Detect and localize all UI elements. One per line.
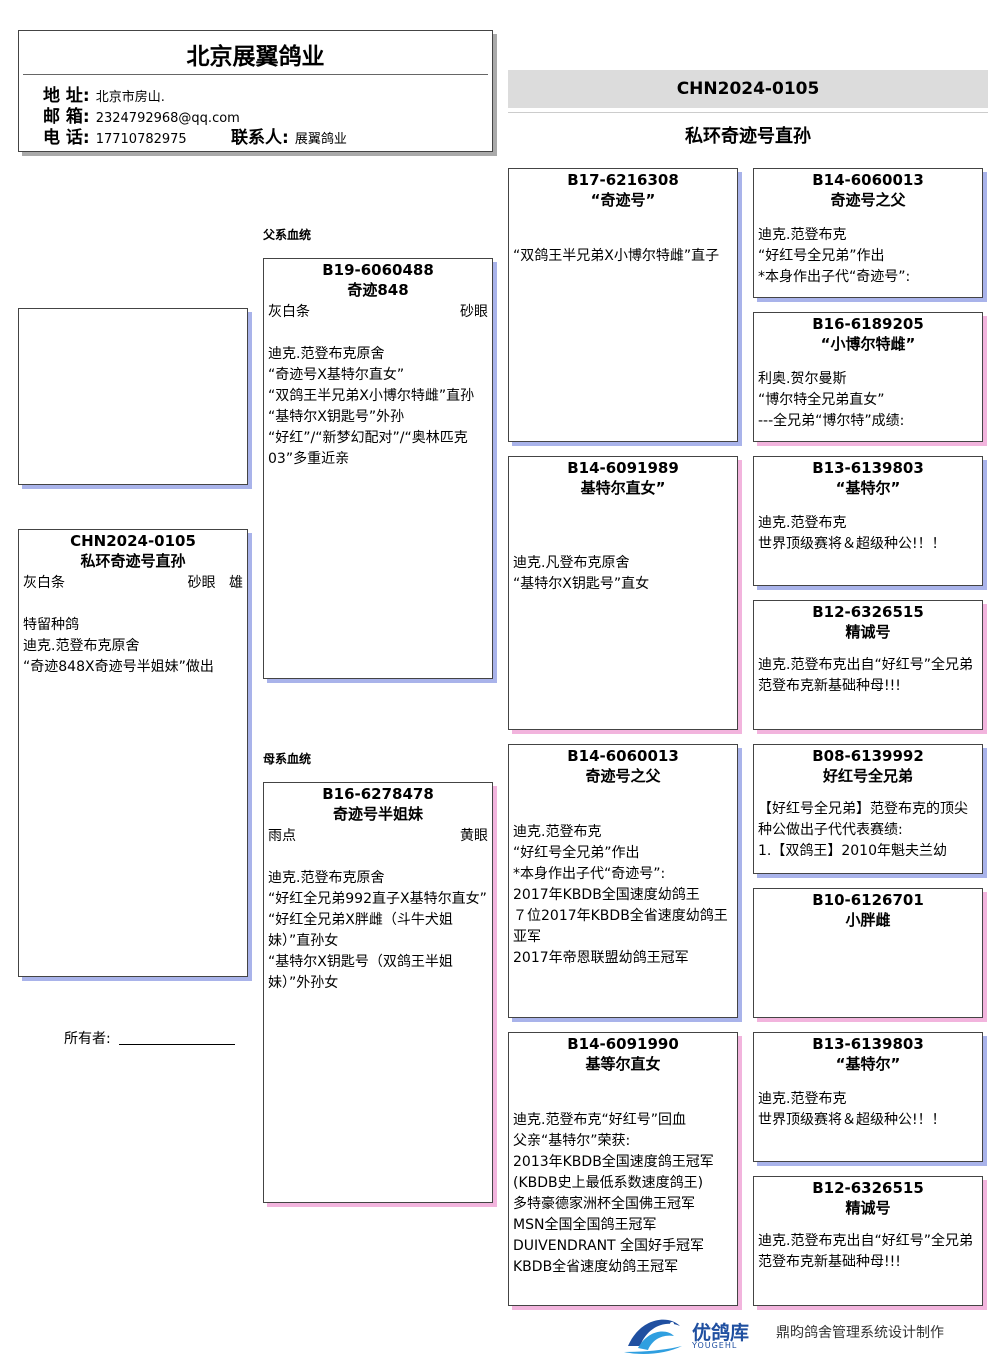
sd-desc: 迪克.凡登布克原舍 “基特尔X钥匙号”直女 <box>513 555 650 592</box>
ds-name: 奇迹号之父 <box>585 767 661 785</box>
dam-sire-card: B14-6060013 奇迹号之父 迪克.范登布克 “好红号全兄弟”作出 *本身… <box>508 744 738 1018</box>
sire-sire-card: B17-6216308 “奇迹号” “双鸽王半兄弟X小博尔特雌”直子 <box>508 168 738 442</box>
sire-traits: 灰白条 砂眼 <box>264 301 492 323</box>
ds-ring: B14-6060013 <box>567 747 679 765</box>
owner-blank[interactable] <box>118 1044 235 1045</box>
sire-card: B19-6060488 奇迹848 灰白条 砂眼 迪克.范登布克原舍 “奇迹号X… <box>263 258 493 679</box>
ddd-name: 精诚号 <box>845 1199 891 1217</box>
dsd-card: B10-6126701 小胖雌 <box>753 888 983 1018</box>
dam-card: B16-6278478 奇迹号半姐妹 雨点 黄眼 迪克.范登布克原舍 “好红全兄… <box>263 782 493 1203</box>
main-traits: 灰白条 砂眼 雄 <box>19 572 247 594</box>
sss-name: 奇迹号之父 <box>830 191 906 209</box>
sdd-desc: 迪克.范登布克出自“好红号”全兄弟范登布克新基础种母!!! <box>758 657 973 694</box>
ddd-card: B12-6326515 精诚号 迪克.范登布克出自“好红号”全兄弟范登布克新基础… <box>753 1176 983 1306</box>
address-row: 地 址: 北京市房山. <box>43 86 165 108</box>
main-pigeon-card: CHN2024-0105 私环奇迹号直孙 灰白条 砂眼 雄 特留种鸽 迪克.范登… <box>18 529 248 977</box>
owner-field: 所有者: <box>64 1028 235 1048</box>
ring-band: CHN2024-0105 <box>508 70 988 108</box>
sire-desc: 迪克.范登布克原舍 “奇迹号X基特尔直女” “双鸽王半兄弟X小博尔特雌”直孙 “… <box>268 346 475 467</box>
sire-eye: 砂眼 <box>460 304 488 320</box>
email-value: 2324792968@qq.com <box>95 111 240 126</box>
dd-desc: 迪克.范登布克“好红号”回血 父亲“基特尔”荣获: 2013年KBDB全国速度鸽… <box>513 1112 714 1275</box>
header-box: 北京展翼鸽业 地 址:北京市房山. 邮 箱:2324792968@qq.com … <box>18 30 493 152</box>
sss-card: B14-6060013 奇迹号之父 迪克.范登布克 “好红号全兄弟”作出 *本身… <box>753 168 983 298</box>
ss-name: “奇迹号” <box>590 191 656 209</box>
main-sex: 雄 <box>229 575 243 591</box>
dss-name: 好红号全兄弟 <box>822 767 913 785</box>
owner-label: 所有者: <box>64 1031 111 1047</box>
main-color: 灰白条 <box>23 575 65 591</box>
dam-eye: 黄眼 <box>460 828 488 844</box>
sds-name: “基特尔” <box>835 479 901 497</box>
dam-name: 奇迹号半姐妹 <box>332 805 423 823</box>
pigeon-subtitle: 私环奇迹号直孙 <box>685 126 811 147</box>
sds-ring: B13-6139803 <box>812 459 924 477</box>
loft-title: 北京展翼鸽业 <box>186 44 325 70</box>
ssd-card: B16-6189205 “小博尔特雌” 利奥.贺尔曼斯 “博尔特全兄弟直女” -… <box>753 312 983 442</box>
sire-line-label: 父系血统 <box>263 228 312 242</box>
dam-ring: B16-6278478 <box>322 785 434 803</box>
dd-name: 基等尔直女 <box>585 1055 661 1073</box>
dss-desc: 【好红号全兄弟】范登布克的顶尖种公做出子代代表赛绩: 1.【双鸽王】2010年魁… <box>758 801 968 859</box>
ss-desc: “双鸽王半兄弟X小博尔特雌”直子 <box>513 248 720 264</box>
dds-desc: 迪克.范登布克 世界顶级赛将＆超级种公!！！ <box>758 1091 946 1128</box>
dam-dam-card: B14-6091990 基等尔直女 迪克.范登布克“好红号”回血 父亲“基特尔”… <box>508 1032 738 1306</box>
main-eye: 砂眼 <box>187 575 216 591</box>
sdd-card: B12-6326515 精诚号 迪克.范登布克出自“好红号”全兄弟范登布克新基础… <box>753 600 983 730</box>
phone-label: 电 话: <box>43 128 90 148</box>
dss-card: B08-6139992 好红号全兄弟 【好红号全兄弟】范登布克的顶尖种公做出子代… <box>753 744 983 874</box>
main-desc: 特留种鸽 迪克.范登布克原舍 “奇迹848X奇迹号半姐妹”做出 <box>23 617 214 675</box>
main-ring: CHN2024-0105 <box>70 532 196 550</box>
pigeon-photo <box>18 308 248 485</box>
dds-ring: B13-6139803 <box>812 1035 924 1053</box>
email-label: 邮 箱: <box>43 107 90 127</box>
email-row: 邮 箱: 2324792968@qq.com <box>43 107 240 129</box>
address-value: 北京市房山. <box>95 90 165 105</box>
brand-logo-icon <box>624 1319 682 1354</box>
ssd-name: “小博尔特雌” <box>820 335 916 353</box>
sss-desc: 迪克.范登布克 “好红号全兄弟”作出 *本身作出子代“奇迹号”: <box>758 227 911 285</box>
ssd-desc: 利奥.贺尔曼斯 “博尔特全兄弟直女” ---全兄弟“博尔特”成绩: <box>758 371 905 429</box>
dsd-name: 小胖雌 <box>845 911 891 929</box>
contact-label: 联系人: <box>231 128 289 148</box>
sds-card: B13-6139803 “基特尔” 迪克.范登布克 世界顶级赛将＆超级种公!！！ <box>753 456 983 586</box>
dss-ring: B08-6139992 <box>812 747 924 765</box>
sire-name: 奇迹848 <box>347 281 409 299</box>
ssd-ring: B16-6189205 <box>812 315 924 333</box>
sire-dam-card: B14-6091989 基特尔直女” 迪克.凡登布克原舍 “基特尔X钥匙号”直女 <box>508 456 738 730</box>
sd-ring: B14-6091989 <box>567 459 679 477</box>
dam-traits: 雨点 黄眼 <box>264 825 492 847</box>
dam-line-label: 母系血统 <box>263 752 312 766</box>
band-divider <box>508 112 988 113</box>
ddd-ring: B12-6326515 <box>812 1179 924 1197</box>
contact-value: 展翼鸽业 <box>294 132 347 147</box>
main-name: 私环奇迹号直孙 <box>80 552 186 570</box>
ss-ring: B17-6216308 <box>567 171 679 189</box>
sire-ring: B19-6060488 <box>322 261 434 279</box>
phone-row: 电 话: 17710782975 <box>43 128 187 150</box>
header-divider <box>23 74 488 75</box>
ds-desc: 迪克.范登布克 “好红号全兄弟”作出 *本身作出子代“奇迹号”: 2017年KB… <box>513 824 728 966</box>
dd-ring: B14-6091990 <box>567 1035 679 1053</box>
footer-brand-sub: YOUGEHL <box>692 1341 738 1350</box>
phone-value: 17710782975 <box>95 132 187 147</box>
dam-color: 雨点 <box>268 828 296 844</box>
sds-desc: 迪克.范登布克 世界顶级赛将＆超级种公!！！ <box>758 515 946 552</box>
sss-ring: B14-6060013 <box>812 171 924 189</box>
sire-color: 灰白条 <box>268 304 310 320</box>
ddd-desc: 迪克.范登布克出自“好红号”全兄弟范登布克新基础种母!!! <box>758 1233 973 1270</box>
sd-name: 基特尔直女” <box>580 479 666 497</box>
address-label: 地 址: <box>43 86 90 106</box>
dds-name: “基特尔” <box>835 1055 901 1073</box>
dds-card: B13-6139803 “基特尔” 迪克.范登布克 世界顶级赛将＆超级种公!！！ <box>753 1032 983 1162</box>
footer-brand: 优鸽库 <box>692 1322 750 1344</box>
dam-desc: 迪克.范登布克原舍 “好红全兄弟992直子X基特尔直女” “好红全兄弟X胖雌（斗… <box>268 870 487 991</box>
contact-row: 联系人: 展翼鸽业 <box>231 128 347 150</box>
dsd-ring: B10-6126701 <box>812 891 924 909</box>
sdd-ring: B12-6326515 <box>812 603 924 621</box>
footer-credit: 鼎昀鸽舍管理系统设计制作 <box>776 1325 944 1341</box>
sdd-name: 精诚号 <box>845 623 891 641</box>
